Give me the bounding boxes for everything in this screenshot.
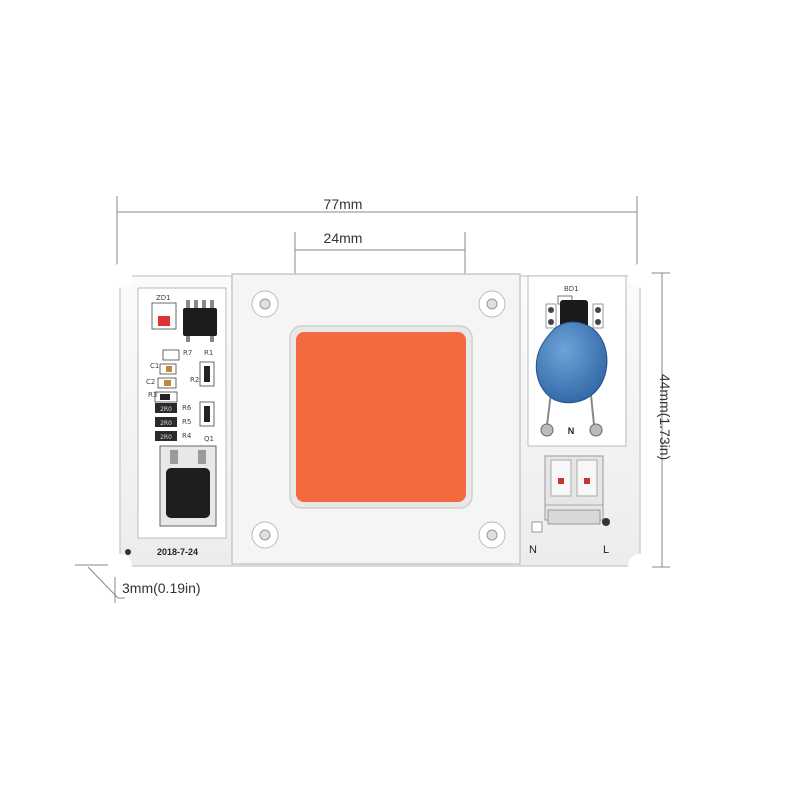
mounting-hole-br (478, 521, 506, 549)
date-code: 2018-7-24 (157, 547, 198, 557)
svg-text:2R0: 2R0 (160, 434, 172, 441)
mounting-hole-bl (251, 521, 279, 549)
ref-bd1: BD1 (564, 285, 579, 293)
ref-r2: R2 (190, 376, 199, 384)
ref-r5: R5 (182, 418, 191, 426)
thickness-dimension-label: 3mm(0.19in) (122, 580, 201, 596)
ref-c2: C2 (146, 378, 155, 386)
resistor-r4 (155, 431, 177, 441)
ref-r6: R6 (182, 404, 192, 412)
resistor-r5 (155, 417, 177, 427)
terminal-n-label: N (529, 544, 537, 556)
input-panel-right: BD1 N N L (527, 275, 627, 556)
cob-panel (231, 273, 521, 565)
height-dimension-label: 44mm(1.73in) (657, 374, 673, 460)
ref-q1: Q1 (204, 435, 214, 443)
width-dimension-label: 77mm (324, 196, 363, 212)
svg-text:2R0: 2R0 (160, 420, 172, 427)
resistor-r6 (155, 403, 177, 413)
ref-c1: C1 (150, 362, 159, 370)
ref-zd1: ZD1 (156, 294, 171, 302)
mounting-hole-tr (478, 290, 506, 318)
ref-r7: R7 (183, 349, 192, 357)
svg-text:2R0: 2R0 (160, 406, 172, 413)
terminal-block (531, 455, 610, 533)
led-chip (296, 332, 466, 502)
led-dimension-label: 24mm (324, 230, 363, 246)
ref-r4: R4 (182, 432, 192, 440)
driver-panel-left: ZD1 R7 R1 C1 C2 R2 R3 R6 R5 R4 Q1 2R0 (137, 287, 227, 539)
terminal-l-label: L (603, 544, 609, 556)
zener-diode (158, 316, 170, 326)
mounting-hole-tl (251, 290, 279, 318)
varistor (535, 321, 608, 426)
width-dimension (116, 196, 638, 275)
driver-ic (183, 308, 217, 336)
bridge-rectifier (560, 300, 588, 328)
mosfet-q1 (166, 468, 210, 518)
ref-r1: R1 (204, 349, 213, 357)
varistor-mark: N (568, 426, 575, 436)
ref-r3: R3 (148, 391, 157, 399)
